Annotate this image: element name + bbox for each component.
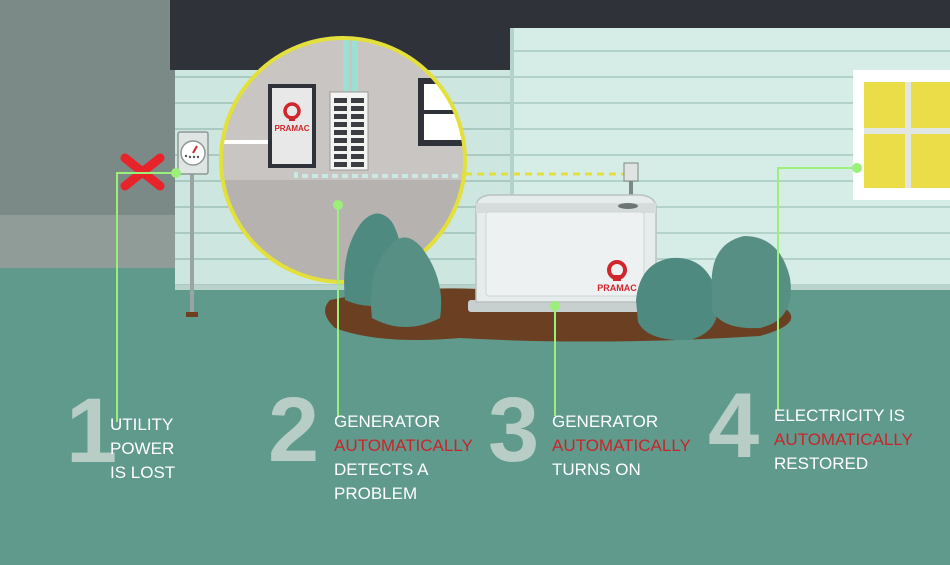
transfer-switch-icon: PRAMAC	[268, 84, 316, 168]
zoom-callout: PRAMAC	[219, 36, 467, 284]
svg-text:PRAMAC: PRAMAC	[597, 283, 637, 293]
step-text: GENERATOR AUTOMATICALLY DETECTS A PROBLE…	[334, 410, 473, 506]
step-line-highlight: AUTOMATICALLY	[774, 430, 913, 449]
step-number: 2	[268, 379, 319, 481]
step-line: POWER	[110, 439, 175, 458]
step-text: GENERATOR AUTOMATICALLY TURNS ON	[552, 410, 691, 482]
step-line: GENERATOR	[334, 412, 441, 431]
step-number: 3	[488, 379, 539, 481]
outdoor-switch-icon	[623, 162, 639, 201]
step-line: DETECTS A	[334, 460, 429, 479]
step-line: PROBLEM	[334, 484, 418, 503]
step-line-highlight: AUTOMATICALLY	[334, 436, 473, 455]
breaker-panel-icon	[329, 91, 369, 171]
roof-right	[500, 0, 950, 28]
step-line: IS LOST	[110, 463, 176, 482]
step-number: 4	[708, 375, 759, 477]
step-text: UTILITY POWER IS LOST	[110, 413, 175, 485]
step-line-highlight: AUTOMATICALLY	[552, 436, 691, 455]
step-text: ELECTRICITY IS AUTOMATICALLY RESTORED	[774, 404, 913, 476]
step-line: UTILITY	[110, 415, 174, 434]
callout-lines	[116, 167, 857, 422]
generator-icon: PRAMAC	[468, 194, 657, 312]
window-icon	[853, 70, 950, 200]
step-line: GENERATOR	[552, 412, 659, 431]
svg-text:PRAMAC: PRAMAC	[274, 124, 309, 133]
step-line: TURNS ON	[552, 460, 641, 479]
step-number: 1	[66, 380, 117, 482]
lawn-left	[0, 268, 175, 298]
callout-dots	[171, 163, 862, 311]
bush-icon	[344, 213, 791, 341]
step-line: ELECTRICITY IS	[774, 406, 905, 425]
electric-meter-icon	[177, 131, 209, 317]
wall-corner	[510, 28, 514, 290]
step-line: RESTORED	[774, 454, 869, 473]
sidewalk	[0, 215, 175, 275]
